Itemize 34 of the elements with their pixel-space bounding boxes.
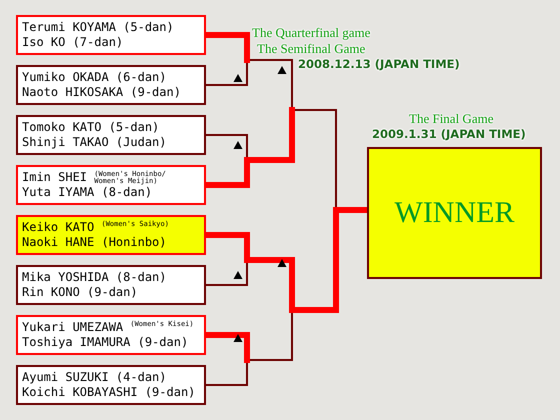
player-names: Tomoko KATO (5-dan) (22, 120, 160, 135)
player-names: Shinji TAKAO (Judan) (22, 135, 168, 150)
player-names: Mika YOSHIDA (8-dan) (22, 270, 168, 285)
round-label: The Final Game (409, 111, 494, 127)
player-names: Yumiko OKADA (6-dan) (22, 70, 168, 85)
date-label: 2008.12.13 (JAPAN TIME) (298, 57, 460, 71)
bracket-line (205, 84, 248, 86)
bracket-line (205, 134, 248, 136)
player-box (16, 265, 206, 305)
player-names: Iso KO (7-dan) (22, 35, 124, 50)
player-names: Yuta IYAMA (8-dan) (22, 185, 154, 200)
player-box (16, 115, 206, 155)
player-names: Koichi KOBAYASHI (9-dan) (22, 385, 196, 400)
player-names: Naoki HANE (Honinbo) (22, 235, 168, 250)
winner-label: WINNER (394, 196, 514, 230)
winner-box (367, 147, 542, 279)
date-label: 2009.1.31 (JAPAN TIME) (372, 127, 526, 141)
player-box (16, 65, 206, 105)
player-box (16, 215, 206, 255)
round-label: The Quarterfinal game (252, 25, 370, 41)
player-names: Rin KONO (9-dan) (22, 285, 139, 300)
player-names: Toshiya IMAMURA (9-dan) (22, 335, 190, 350)
player-box (16, 165, 206, 205)
player-box (16, 315, 206, 355)
player-names: Yukari UMEZAWA $^{(Women's Kisei)}$ (22, 320, 195, 335)
player-names: Naoto HIKOSAKA (9-dan) (22, 85, 182, 100)
player-box (16, 365, 206, 405)
bracket-line (205, 284, 248, 286)
player-names: Terumi KOYAMA (5-dan) (22, 20, 175, 35)
bracket-line (205, 384, 248, 386)
player-box (16, 15, 206, 55)
player-names: Keiko KATO $^{(Women's Saikyo)}$ (22, 220, 170, 235)
round-label: The Semifinal Game (257, 41, 366, 57)
player-names: Ayumi SUZUKI (4-dan) (22, 370, 168, 385)
